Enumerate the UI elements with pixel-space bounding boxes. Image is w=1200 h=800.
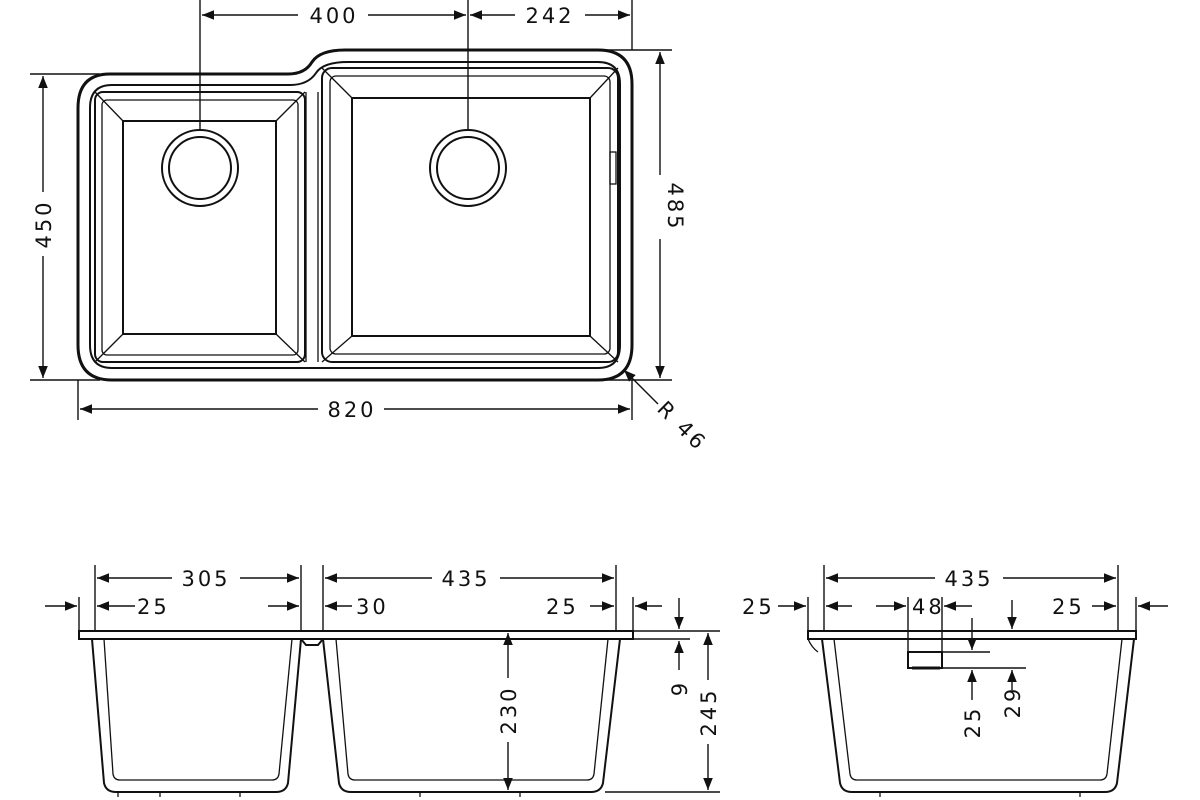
dim-242: 242 xyxy=(525,4,574,28)
dim-9: 9 xyxy=(668,680,692,696)
dim-r46: R 46 xyxy=(652,397,711,456)
dim-435-front: 435 xyxy=(441,567,490,591)
dim-820: 820 xyxy=(327,398,376,422)
dim-450: 450 xyxy=(32,199,56,248)
overflow-slot xyxy=(609,151,617,185)
front-flange xyxy=(78,630,634,640)
sink-outer-outline xyxy=(76,48,634,382)
right-bowl-top xyxy=(321,67,619,363)
top-view: 400 242 450 485 820 R 46 xyxy=(30,0,712,456)
dim-435-side: 435 xyxy=(944,567,993,591)
front-left-bowl xyxy=(91,638,302,793)
front-right-bowl xyxy=(322,638,621,793)
dim-29: 29 xyxy=(1001,686,1025,719)
left-drain-inner xyxy=(168,136,232,200)
left-drain-outer xyxy=(161,129,239,207)
dim-30: 30 xyxy=(356,595,389,619)
dim-245: 245 xyxy=(697,687,721,736)
left-bowl-top xyxy=(94,91,306,363)
dim-485: 485 xyxy=(663,182,687,231)
dim-25-left: 25 xyxy=(137,595,170,619)
sink-rim-line xyxy=(89,61,621,369)
dim-25-side-vertical: 25 xyxy=(961,706,985,739)
right-drain-inner xyxy=(436,136,500,200)
dim-230: 230 xyxy=(497,685,521,734)
dim-400: 400 xyxy=(309,4,358,28)
front-view: 305 25 435 30 25 230 9 xyxy=(45,565,722,797)
dim-48: 48 xyxy=(912,595,945,619)
dim-25-right: 25 xyxy=(546,595,579,619)
overflow-outlet xyxy=(907,651,943,669)
side-view: 435 25 48 25 25 29 xyxy=(742,565,1168,797)
side-bowl xyxy=(821,638,1135,793)
right-drain-outer xyxy=(429,129,507,207)
dim-305: 305 xyxy=(181,567,230,591)
dim-25-side-left: 25 xyxy=(742,595,775,619)
dim-25-side-right: 25 xyxy=(1052,595,1085,619)
